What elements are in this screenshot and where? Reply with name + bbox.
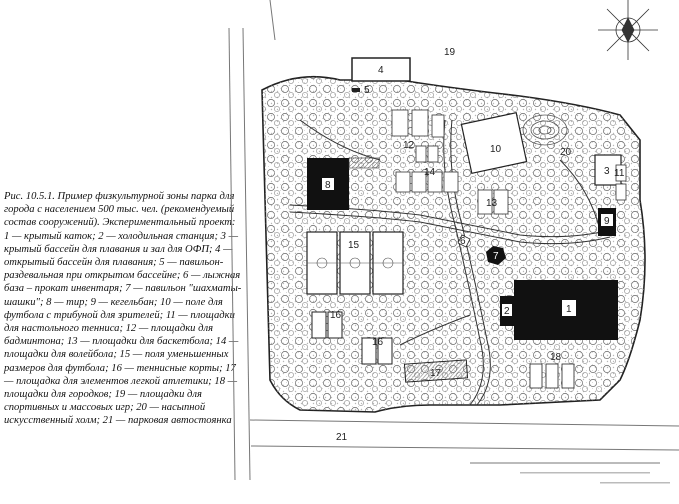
label-16a: 16 [330, 310, 342, 321]
label-2-box [502, 304, 512, 316]
figure-caption: Рис. 10.5.1. Пример физкультурной зоны п… [4, 190, 242, 428]
label-16b: 16 [372, 337, 384, 348]
pavilion-5 [352, 88, 360, 92]
athletics-17 [403, 359, 469, 383]
label-2: 2 [504, 306, 510, 317]
street-lines [228, 0, 679, 481]
volleyball-courts-14 [395, 171, 459, 193]
label-15: 15 [348, 240, 360, 251]
compass-rose [598, 0, 658, 60]
label-14: 14 [424, 167, 436, 178]
label-9: 9 [604, 216, 610, 227]
label-6: 6 [460, 236, 466, 247]
gorodki-18 [529, 363, 575, 389]
label-3: 3 [604, 166, 610, 177]
ground-texture [470, 462, 670, 484]
badminton-courts-12 [415, 145, 439, 163]
table-tennis-11 [615, 164, 627, 201]
label-12: 12 [403, 140, 415, 151]
open-pool-4 [351, 57, 411, 82]
label-10: 10 [490, 144, 502, 155]
label-11: 11 [614, 168, 625, 179]
ski-base-6 [457, 234, 471, 248]
courts-top [391, 109, 445, 138]
label-20: 20 [560, 147, 572, 158]
label-1: 1 [566, 304, 572, 315]
label-21: 21 [336, 432, 348, 443]
field-markings [307, 257, 403, 269]
caption-title: Рис. 10.5.1. Пример физкультурной зоны п… [4, 191, 236, 229]
label-8: 8 [325, 180, 331, 191]
caption-legend: 1 — крытый каток; 2 — холодильная станци… [4, 230, 242, 427]
label-13: 13 [486, 198, 498, 209]
label-4: 4 [378, 65, 384, 76]
label-17: 17 [430, 368, 442, 379]
artificial-hill-20 [522, 114, 568, 146]
label-9-box [601, 214, 613, 226]
chess-pavilion-7 [486, 246, 506, 265]
range-lane [348, 157, 380, 169]
basketball-courts-13 [477, 189, 509, 215]
label-1-box [562, 300, 576, 316]
label-7: 7 [493, 251, 499, 262]
tennis-courts-16 [311, 311, 393, 365]
label-8-box [322, 178, 334, 190]
label-5: 5 [364, 85, 370, 96]
label-18: 18 [550, 352, 562, 363]
football-field-10 [460, 112, 528, 174]
label-19: 19 [444, 47, 456, 58]
